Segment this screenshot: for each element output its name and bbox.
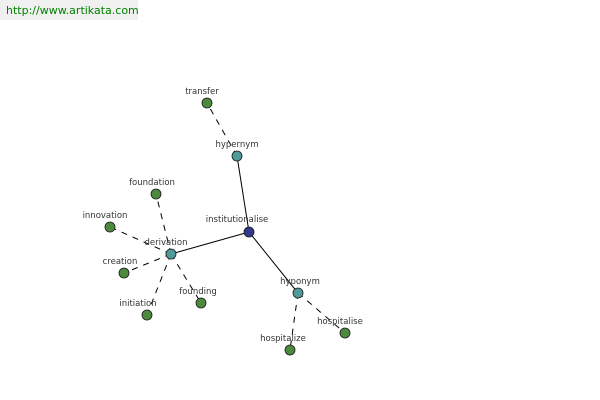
graph-edges [109,102,346,351]
edge-institutionalise-derivation [170,231,250,255]
label-initiation: initiation [119,299,156,309]
edge-derivation-founding [170,253,202,304]
node-hyponym[interactable] [292,287,304,299]
node-hospitalize[interactable] [284,344,296,356]
edge-institutionalise-hypernym [236,155,250,233]
label-founding: founding [179,287,217,297]
node-derivation[interactable] [165,248,177,260]
label-transfer: transfer [185,87,219,97]
edge-derivation-foundation [155,193,172,255]
edge-hyponym-hospitalize [289,292,299,351]
node-hospitalise[interactable] [339,327,351,339]
edge-derivation-creation [123,253,172,274]
node-foundation[interactable] [150,188,162,200]
edge-hypernym-transfer [206,102,238,157]
label-foundation: foundation [129,178,175,188]
node-creation[interactable] [118,267,130,279]
edge-institutionalise-hyponym [248,231,299,294]
graph-labels: institutionalise hypernym derivation hypony… [83,87,363,344]
node-founding[interactable] [195,297,207,309]
label-hospitalize: hospitalize [260,334,306,344]
edge-hyponym-hospitalise [297,292,346,334]
source-url[interactable]: http://www.artikata.com [0,0,139,20]
node-hypernym[interactable] [231,150,243,162]
node-institutionalise[interactable] [243,226,255,238]
label-hyponym: hyponym [280,277,320,287]
label-creation: creation [103,257,138,267]
node-transfer[interactable] [201,97,213,109]
label-institutionalise: institutionalise [206,215,268,225]
label-innovation: innovation [83,211,128,221]
node-innovation[interactable] [104,221,116,233]
label-derivation: derivation [144,238,187,248]
graph-nodes [104,97,351,356]
label-hypernym: hypernym [215,140,258,150]
node-initiation[interactable] [141,309,153,321]
label-hospitalise: hospitalise [317,317,363,327]
